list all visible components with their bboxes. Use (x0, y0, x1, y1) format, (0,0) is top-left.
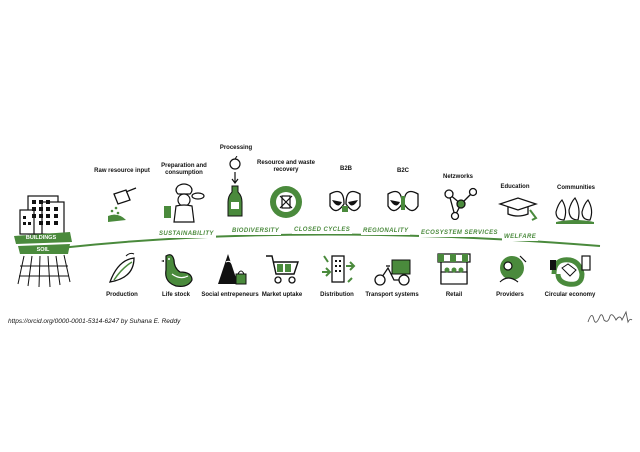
stage-label-life-stock: Life stock (161, 292, 190, 298)
theme-regionality: REGIONALITY (361, 227, 411, 235)
theme-ecosystem-services: ECOSYSTEM SERVICES (419, 229, 500, 237)
graduation-cap-icon (498, 197, 538, 221)
stage-label-communities: Communities (556, 185, 595, 191)
chef-icon (164, 183, 205, 223)
market-stall-icon (437, 253, 471, 285)
shopping-cart-icon (266, 255, 299, 284)
soil-label: SOIL (36, 247, 50, 253)
recycle-icon (270, 186, 302, 218)
cargo-bike-icon (374, 259, 411, 286)
theme-sustainability: SUSTAINABILITY (157, 230, 216, 238)
b2b-icon (329, 190, 361, 212)
orcid-credit: https://orcid.org/0000-0001-5314-6247 by… (8, 318, 181, 325)
stage-label-providers: Providers (496, 292, 524, 298)
stage-label-market-uptake: Market uptake (261, 292, 303, 298)
circular-economy-icon (550, 255, 591, 287)
chicken-icon (161, 254, 193, 287)
theme-closed-cycles: CLOSED CYCLES (292, 226, 353, 234)
stage-label-production: Production (106, 292, 138, 298)
stage-label-resource-recovery: Resource and waste recovery (256, 160, 316, 173)
seedling-icon (109, 252, 135, 283)
communities-icon (555, 197, 594, 224)
stage-label-social-entrepeneurs: Social entrepeneurs (201, 292, 259, 298)
distribution-icon (322, 255, 356, 283)
stage-label-circular-economy: Circular economy (544, 292, 596, 298)
stage-label-retail: Retail (445, 292, 463, 298)
buildings-soil-icon (14, 195, 72, 288)
provider-icon (499, 255, 527, 283)
stage-label-processing: Processing (219, 145, 253, 151)
stage-label-netzworks: Netzworks (442, 174, 473, 180)
watering-can-icon (108, 187, 137, 222)
signature (587, 310, 633, 324)
stage-label-b2c: B2C (396, 168, 409, 174)
stage-label-raw-resource: Raw resource input (94, 168, 150, 174)
stage-label-transport: Transport systems (365, 292, 419, 298)
social-entrepreneur-icon (218, 254, 247, 285)
buildings-label: BUILDINGS (25, 235, 57, 241)
theme-biodiversity: BIODIVERSITY (230, 227, 282, 235)
stage-label-education: Education (500, 184, 530, 190)
stage-label-b2b: B2B (339, 166, 352, 172)
stage-label-distribution: Distribution (320, 292, 354, 298)
network-icon (444, 187, 477, 220)
stage-label-preparation: Preparation and consumption (161, 163, 207, 176)
bottle-processing-icon (227, 156, 243, 217)
theme-welfare: WELFARE (502, 233, 539, 241)
b2c-icon (387, 190, 419, 212)
